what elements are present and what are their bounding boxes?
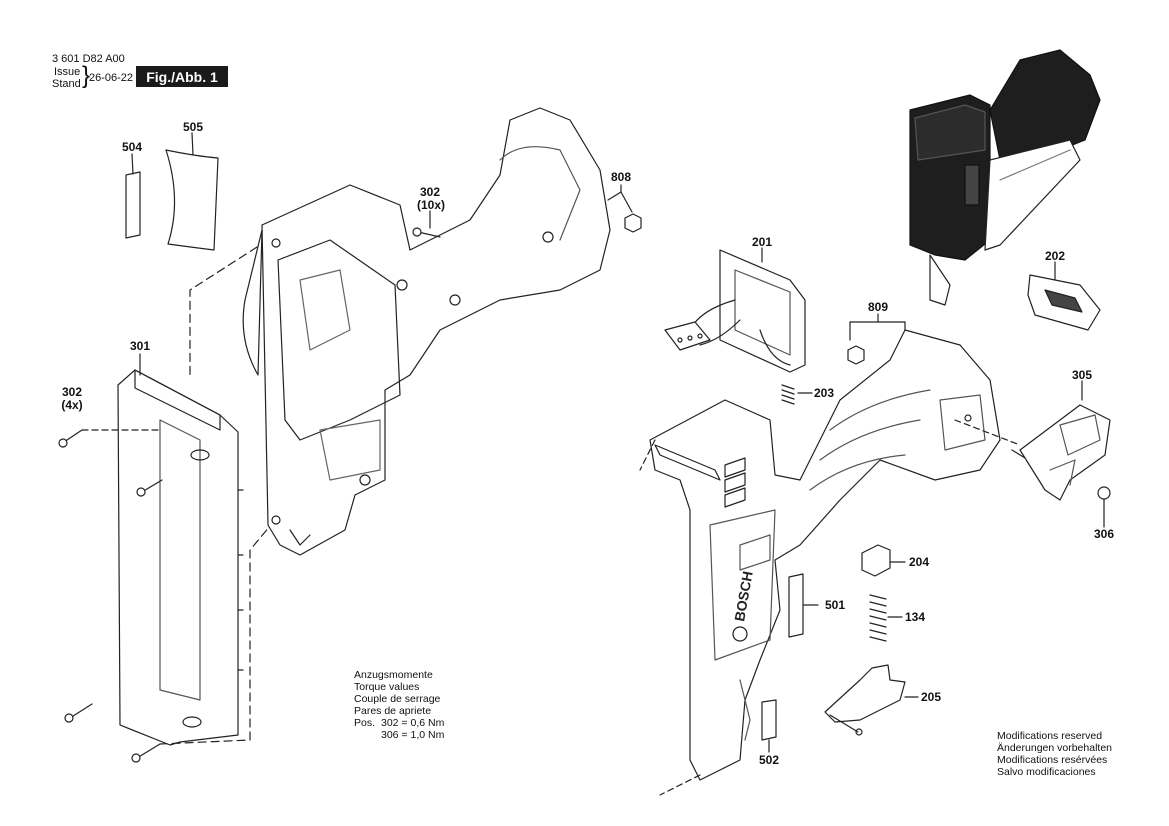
dash-line-5 <box>659 774 701 796</box>
nut-808 <box>624 213 642 233</box>
label-305-text: 305 <box>1071 368 1093 382</box>
trigger-205 <box>824 664 906 736</box>
stand-label: Stand <box>52 78 81 90</box>
modifications-line-2: Änderungen vorbehalten <box>997 742 1113 754</box>
label-134-text: 134 <box>904 610 926 624</box>
nailer-tool <box>909 49 1101 306</box>
figure-label: Fig./Abb. 1 <box>136 66 228 87</box>
switch-204 <box>861 544 891 577</box>
screw-306 <box>1097 486 1111 500</box>
document-number: 3 601 D82 A00 <box>52 53 125 65</box>
spring-134 <box>869 594 887 642</box>
label-808-text: 808 <box>610 170 632 184</box>
label-202-text: 202 <box>1044 249 1066 263</box>
label-504 <box>125 171 141 239</box>
label-201-text: 201 <box>751 235 773 249</box>
dash-line-6 <box>954 419 1021 446</box>
issue-date: 26-06-22 <box>89 72 134 84</box>
modifications-line-3: Modifications resérvées <box>997 754 1108 766</box>
torque-line-1: Anzugsmomente <box>354 669 433 681</box>
torque-value-306: 306 = 1,0 Nm <box>381 729 445 741</box>
label-205-text: 205 <box>920 690 942 704</box>
spring-203 <box>781 384 795 405</box>
label-502-text: 502 <box>758 753 780 767</box>
torque-line-3: Couple de serrage <box>354 693 441 705</box>
film-505 <box>165 149 219 251</box>
housing-shell-left <box>242 107 611 556</box>
modifications-line-1: Modifications reserved <box>997 730 1103 742</box>
leader-505 <box>191 132 194 156</box>
label-204-text: 204 <box>908 555 930 569</box>
dash-line-4 <box>639 439 656 471</box>
label-302-4x-text: 302 <box>61 385 83 399</box>
dash-line-3 <box>159 519 276 745</box>
label-505-text: 505 <box>182 120 204 134</box>
battery-cover-301 <box>117 369 244 746</box>
label-302-4x-qty: (4x) <box>61 398 83 412</box>
torque-line-4: Pares de apriete <box>354 705 432 717</box>
leader-504 <box>131 153 134 175</box>
label-203-text: 203 <box>813 386 835 400</box>
housing-shell-right <box>649 329 1001 781</box>
brace-glyph: } <box>82 62 91 89</box>
label-306-text: 306 <box>1093 527 1115 541</box>
nut-809 <box>847 345 865 365</box>
electronics-201 <box>664 249 806 373</box>
label-502 <box>761 699 777 741</box>
label-302-10x-qty: (10x) <box>416 198 445 212</box>
label-501-text: 501 <box>824 598 846 612</box>
label-809-text: 809 <box>867 300 889 314</box>
issue-label: Issue <box>54 66 81 78</box>
torque-pos-label: Pos. <box>354 717 376 729</box>
label-301-text: 301 <box>129 339 151 353</box>
dash-line-2 <box>189 239 269 376</box>
label-501 <box>788 573 804 638</box>
screw-302-10x <box>417 231 441 238</box>
torque-line-2: Torque values <box>354 681 420 693</box>
screw-302-set <box>58 429 163 763</box>
torque-value-302: 302 = 0,6 Nm <box>381 717 445 729</box>
modifications-line-4: Salvo modificaciones <box>997 766 1096 778</box>
label-302-10x-text: 302 <box>419 185 441 199</box>
belt-clip-305 <box>1011 404 1111 501</box>
label-504-text: 504 <box>121 140 143 154</box>
